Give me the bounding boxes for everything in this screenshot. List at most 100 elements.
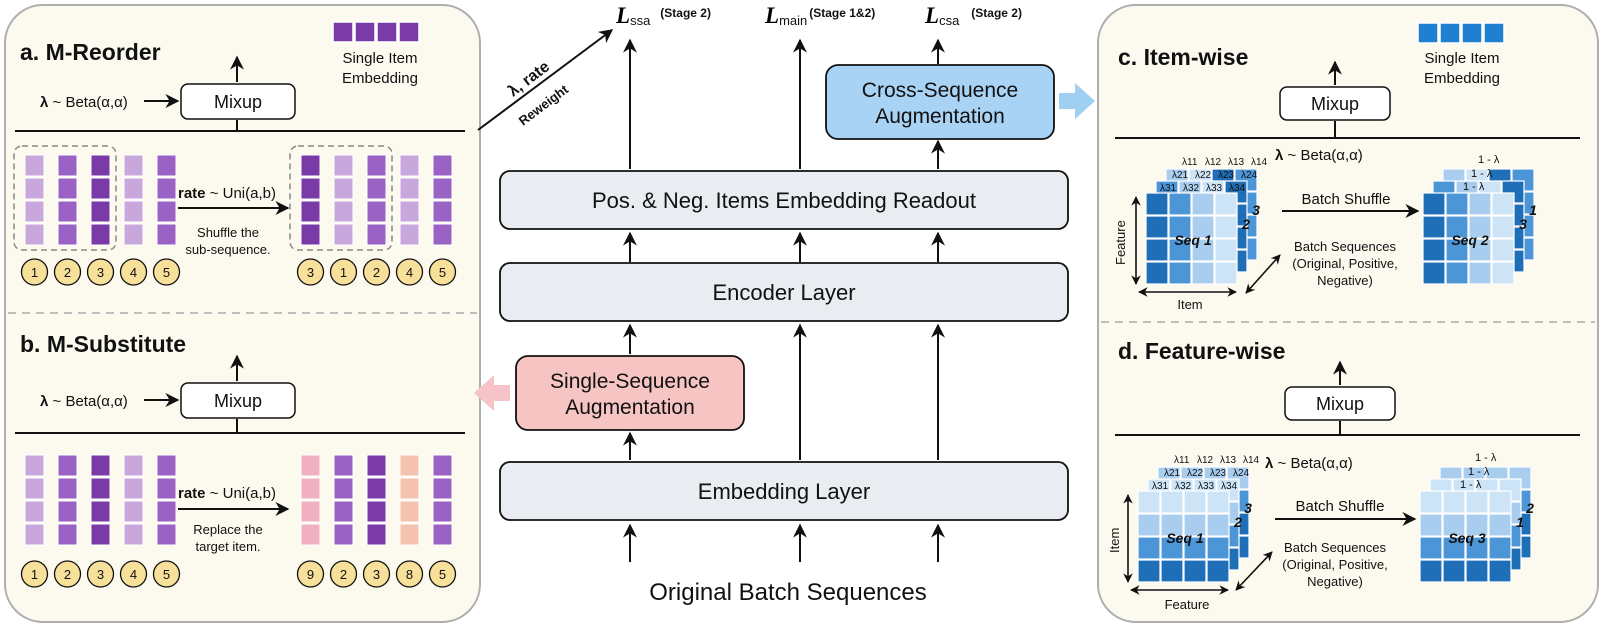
embedding-cell [57, 177, 78, 200]
one-minus-lambda-label: 1 - λ [1463, 181, 1485, 193]
embedding-cell [399, 177, 420, 200]
panel-b-desc-line2: target item. [195, 539, 260, 554]
embedding-cell [1445, 238, 1469, 262]
lambda-weight-label: λ14 [1243, 455, 1260, 466]
item-id-circle: 5 [428, 258, 457, 286]
item-id-label: 8 [406, 567, 413, 582]
embedding-cell [1488, 490, 1512, 514]
embedding-cell [90, 523, 111, 546]
embedding-cell [1491, 192, 1515, 216]
embedding-cell [156, 154, 177, 177]
lambda-weight-label: λ34 [1229, 183, 1246, 194]
embedding-cell [24, 454, 45, 477]
panel-d-mixup-box [1284, 386, 1396, 421]
embedding-cell [1422, 215, 1446, 239]
embedding-cell [57, 477, 78, 500]
item-id-label: 2 [64, 567, 71, 582]
embedding-cell [123, 454, 144, 477]
stack-index-label: 3 [1519, 216, 1527, 232]
embedding-cell [333, 454, 354, 477]
embedding-cell [90, 154, 111, 177]
embedding-cell [1422, 261, 1446, 285]
lambda-weight-label: λ21 [1164, 468, 1181, 479]
embedding-cell [1145, 238, 1169, 262]
item-id-circle: 4 [395, 258, 424, 286]
embedding-cell [366, 154, 387, 177]
embedding-cell [90, 454, 111, 477]
embedding-cell [57, 454, 78, 477]
embedding-cell [1206, 490, 1230, 514]
seq-label: Seq 1 [1166, 530, 1204, 546]
csa-label-line1: Cross-Sequence [862, 79, 1018, 102]
panel-a-legend-line1: Single Item [342, 50, 417, 67]
embedding-cell [432, 200, 453, 223]
item-embedding-column [366, 454, 387, 546]
embedding-cell [1183, 559, 1207, 583]
input-label: Original Batch Sequences [649, 579, 927, 606]
embedding-cell [1465, 559, 1489, 583]
embedding-cell [57, 154, 78, 177]
embedding-cell [399, 500, 420, 523]
embedding-cell [333, 200, 354, 223]
embedding-cell [300, 500, 321, 523]
embedding-cell [1491, 261, 1515, 285]
item-id-circle: 3 [296, 258, 325, 286]
embedding-cell [57, 500, 78, 523]
item-embedding-column [156, 154, 177, 246]
item-id-label: 3 [373, 567, 380, 582]
embedding-cell [399, 477, 420, 500]
item-embedding-column [366, 154, 387, 246]
encoder-layer-box [499, 262, 1069, 322]
embedding-cell [300, 223, 321, 246]
lambda-weight-label: λ23 [1210, 468, 1227, 479]
lambda-weight-label: λ34 [1221, 481, 1238, 492]
front-sheet [1137, 490, 1230, 583]
embedding-cell [57, 200, 78, 223]
embedding-cell [90, 200, 111, 223]
item-id-circle: 8 [395, 560, 424, 588]
embedding-cell [1168, 261, 1192, 285]
panel-a-legend-line2: Embedding [342, 70, 418, 87]
embedding-cell [57, 523, 78, 546]
panel-a-mixup-box [180, 83, 296, 120]
embedding-cell [1445, 192, 1469, 216]
embedding-cell [1488, 559, 1512, 583]
stack-index-label: 2 [1233, 514, 1242, 530]
embedding-cell [1422, 192, 1446, 216]
item-embedding-column [57, 454, 78, 546]
panel-c-batch-line3: Negative) [1317, 273, 1373, 288]
embedding-cell [399, 523, 420, 546]
lambda-weight-label: λ11 [1182, 157, 1198, 168]
panel-a-original-sequence [24, 154, 177, 246]
loss-csa-label: Lcsa(Stage 2) [924, 3, 1022, 28]
purple-legend-swatch [332, 21, 420, 43]
embedding-cell [1183, 513, 1207, 537]
embedding-cell [1168, 238, 1192, 262]
item-id-label: 2 [340, 567, 347, 582]
panel-a-rate: rate ~ Uni(a,b) [178, 185, 276, 202]
one-minus-lambda-label: 1 - λ [1478, 154, 1500, 166]
readout-layer-label: Pos. & Neg. Items Embedding Readout [592, 188, 976, 213]
embedding-cell [90, 177, 111, 200]
embedding-cell [432, 477, 453, 500]
item-id-circle: 3 [86, 258, 115, 286]
embedding-cell [432, 223, 453, 246]
embedding-cell [300, 154, 321, 177]
panel-d-lambda: λ ~ Beta(α,α) [1265, 455, 1353, 472]
lambda-weight-label: λ13 [1220, 455, 1237, 466]
embedding-cell [399, 454, 420, 477]
embedding-cell [1137, 536, 1161, 560]
seq-label: Seq 1 [1174, 232, 1212, 248]
embedding-cell [156, 477, 177, 500]
item-embedding-column [123, 154, 144, 246]
item-id-circle: 4 [119, 560, 148, 588]
embedding-cell [24, 523, 45, 546]
ssa-block-arrow [474, 375, 510, 411]
embedding-cell [24, 500, 45, 523]
embedding-cell [1442, 559, 1466, 583]
embedding-cell [1422, 238, 1446, 262]
embedding-cell [1137, 513, 1161, 537]
one-minus-lambda-label: 1 - λ [1460, 479, 1482, 491]
embedding-cell [1468, 238, 1492, 262]
